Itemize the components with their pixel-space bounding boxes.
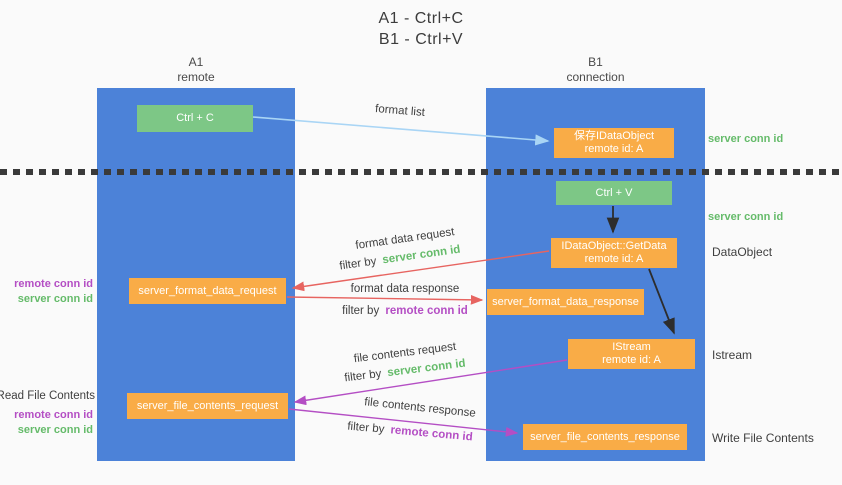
label-filter-by-remote-conn-id-1: filter by remote conn id	[325, 305, 485, 317]
filter-id-1: server conn id	[381, 243, 462, 267]
label-conn-pair-1: remote conn id server conn id	[14, 277, 93, 307]
label-server-conn-id-mid: server conn id	[708, 211, 784, 223]
node-server-format-data-response-label: server_format_data_response	[492, 295, 639, 308]
title-line-1: A1 - Ctrl+C	[378, 10, 464, 27]
label-server-conn-id-top: server conn id	[708, 133, 784, 145]
lane-b-subtitle: connection	[566, 70, 625, 84]
lane-a-subtitle: remote	[177, 70, 215, 84]
label-istream-side: Istream	[712, 348, 753, 362]
node-server-format-data-request: server_format_data_request	[129, 278, 286, 304]
filter-by-text-3: filter by	[343, 367, 386, 385]
node-save-idataobject: 保存IDataObject remote id: A	[554, 128, 674, 158]
filter-id-3: server conn id	[386, 357, 467, 380]
node-ctrl-c: Ctrl + C	[137, 105, 253, 132]
node-save-idataobject-line2: remote id: A	[584, 143, 644, 155]
label-remote-conn-id-2: remote conn id	[14, 409, 93, 421]
label-conn-pair-2: remote conn id server conn id	[14, 408, 93, 438]
node-server-file-contents-response: server_file_contents_response	[523, 424, 687, 450]
label-format-list: format list	[374, 103, 426, 119]
lane-a-title: A1	[188, 55, 204, 69]
node-idataobject-getdata-line1: IDataObject::GetData	[561, 240, 667, 252]
node-istream-line1: IStream	[612, 341, 651, 353]
label-server-conn-id-left-2: server conn id	[17, 424, 93, 436]
lane-b-title: B1	[588, 55, 603, 69]
node-server-format-data-response: server_format_data_response	[487, 289, 644, 315]
node-ctrl-v-label: Ctrl + V	[595, 186, 633, 199]
label-read-file-contents: Read File Contents	[0, 390, 95, 402]
filter-id-2: remote conn id	[385, 305, 468, 317]
filter-by-text-4: filter by	[346, 420, 389, 437]
label-format-data-response: format data response	[350, 283, 460, 295]
label-write-file-contents: Write File Contents	[712, 431, 814, 445]
node-idataobject-getdata-line2: remote id: A	[584, 253, 644, 265]
node-ctrl-c-label: Ctrl + C	[176, 112, 214, 124]
arrow-format-data-response	[286, 294, 484, 305]
node-server-format-data-request-label: server_format_data_request	[138, 284, 277, 297]
dotted-divider	[0, 169, 842, 175]
label-filter-by-remote-conn-id-2: filter by remote conn id	[330, 419, 490, 445]
node-istream-line2: remote id: A	[602, 354, 661, 366]
node-ctrl-v: Ctrl + V	[556, 181, 672, 205]
node-server-file-contents-response-label: server_file_contents_response	[530, 430, 680, 443]
label-remote-conn-id-1: remote conn id	[14, 278, 93, 290]
node-istream: IStream remote id: A	[568, 339, 695, 369]
diagram-title: A1 - Ctrl+C B1 - Ctrl+V	[0, 8, 842, 50]
label-server-conn-id-left-1: server conn id	[17, 293, 93, 305]
node-server-file-contents-request-label: server_file_contents_request	[136, 399, 279, 412]
node-server-file-contents-request: server_file_contents_request	[127, 393, 288, 419]
lane-a-header: A1 remote	[97, 55, 295, 85]
filter-by-text-1: filter by	[338, 254, 381, 273]
node-save-idataobject-line1: 保存IDataObject	[573, 130, 655, 142]
title-line-2: B1 - Ctrl+V	[378, 31, 464, 48]
node-idataobject-getdata: IDataObject::GetData remote id: A	[551, 238, 677, 268]
filter-id-4: remote conn id	[389, 424, 474, 444]
filter-by-text-2: filter by	[342, 305, 383, 317]
label-file-contents-response: file contents response	[363, 396, 477, 420]
label-dataobject: DataObject	[712, 245, 773, 259]
lane-b-header: B1 connection	[486, 55, 705, 85]
